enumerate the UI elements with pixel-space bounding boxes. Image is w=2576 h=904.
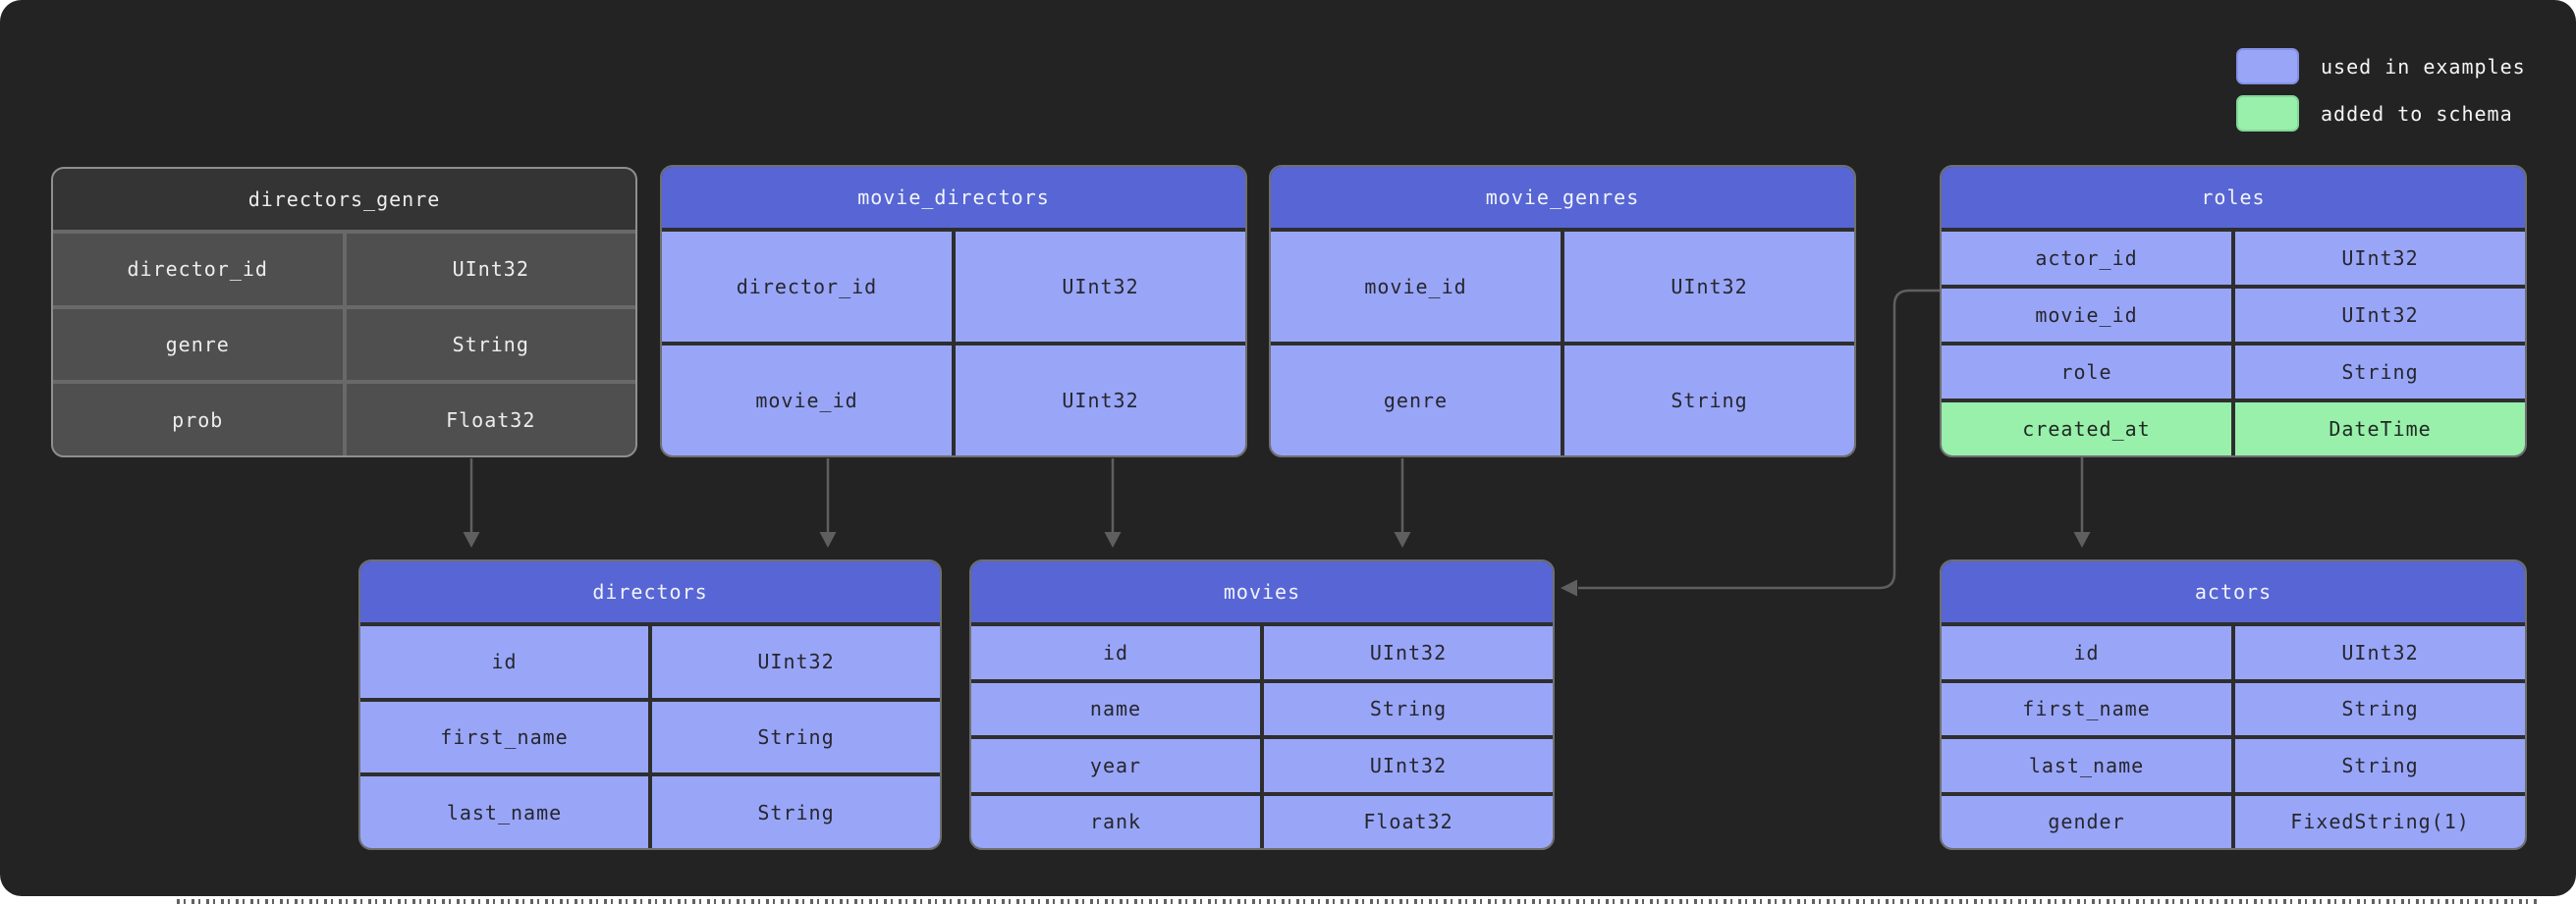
field-name-cell: last_name xyxy=(1942,739,2231,792)
field-name-cell: year xyxy=(971,739,1260,792)
field-type-cell: UInt32 xyxy=(956,232,1245,342)
field-name-cell: id xyxy=(360,626,648,698)
field-type-cell: FixedString(1) xyxy=(2235,795,2525,848)
legend-label: used in examples xyxy=(2321,54,2526,79)
table-title: movie_directors xyxy=(662,167,1245,228)
field-name-cell: prob xyxy=(53,384,343,455)
field-name-cell: id xyxy=(1942,626,2231,679)
field-name-cell: movie_id xyxy=(1271,232,1561,342)
field-type-cell: String xyxy=(652,776,940,848)
legend-item-added-to-schema: added to schema xyxy=(2236,95,2526,132)
field-name-cell: first_name xyxy=(360,701,648,773)
field-type-cell: Float32 xyxy=(346,384,635,455)
field-name-cell: name xyxy=(971,682,1260,735)
field-name-cell: first_name xyxy=(1942,682,2231,735)
field-name-cell: genre xyxy=(1271,346,1561,455)
legend-swatch-blue xyxy=(2236,48,2299,84)
field-type-cell: UInt32 xyxy=(956,346,1245,455)
field-type-cell: UInt32 xyxy=(652,626,940,698)
field-name-cell: actor_id xyxy=(1942,232,2231,285)
field-name-cell: movie_id xyxy=(662,346,952,455)
legend-swatch-green xyxy=(2236,95,2299,132)
field-type-cell: String xyxy=(1564,346,1854,455)
table-title: actors xyxy=(1942,561,2525,622)
field-type-cell: String xyxy=(652,701,940,773)
table-title: directors xyxy=(360,561,940,622)
field-name-cell: movie_id xyxy=(1942,289,2231,342)
field-name-cell: director_id xyxy=(53,234,343,305)
legend-item-used-in-examples: used in examples xyxy=(2236,48,2526,84)
field-name-cell: role xyxy=(1942,346,2231,399)
field-name-cell: genre xyxy=(53,308,343,381)
field-type-cell: UInt32 xyxy=(346,234,635,305)
field-type-cell: String xyxy=(2235,682,2525,735)
field-name-cell: rank xyxy=(971,795,1260,848)
field-name-cell: last_name xyxy=(360,776,648,848)
field-type-cell: DateTime xyxy=(2235,402,2525,455)
field-type-cell: UInt32 xyxy=(1264,739,1553,792)
table-title: movies xyxy=(971,561,1553,622)
field-type-cell: UInt32 xyxy=(1264,626,1553,679)
field-type-cell: Float32 xyxy=(1264,795,1553,848)
field-type-cell: UInt32 xyxy=(2235,626,2525,679)
field-type-cell: String xyxy=(2235,346,2525,399)
field-name-cell: id xyxy=(971,626,1260,679)
legend-label: added to schema xyxy=(2321,101,2513,126)
field-name-cell: director_id xyxy=(662,232,952,342)
field-type-cell: UInt32 xyxy=(2235,289,2525,342)
table-title: movie_genres xyxy=(1271,167,1854,228)
legend: used in examples added to schema xyxy=(2236,48,2526,132)
field-name-cell: gender xyxy=(1942,795,2231,848)
field-type-cell: String xyxy=(1264,682,1553,735)
table-title: roles xyxy=(1942,167,2525,228)
field-type-cell: UInt32 xyxy=(2235,232,2525,285)
cropped-text-noise xyxy=(177,899,2537,904)
field-type-cell: UInt32 xyxy=(1564,232,1854,342)
field-name-cell: created_at xyxy=(1942,402,2231,455)
field-type-cell: String xyxy=(2235,739,2525,792)
table-title: directors_genre xyxy=(53,169,635,230)
field-type-cell: String xyxy=(346,308,635,381)
